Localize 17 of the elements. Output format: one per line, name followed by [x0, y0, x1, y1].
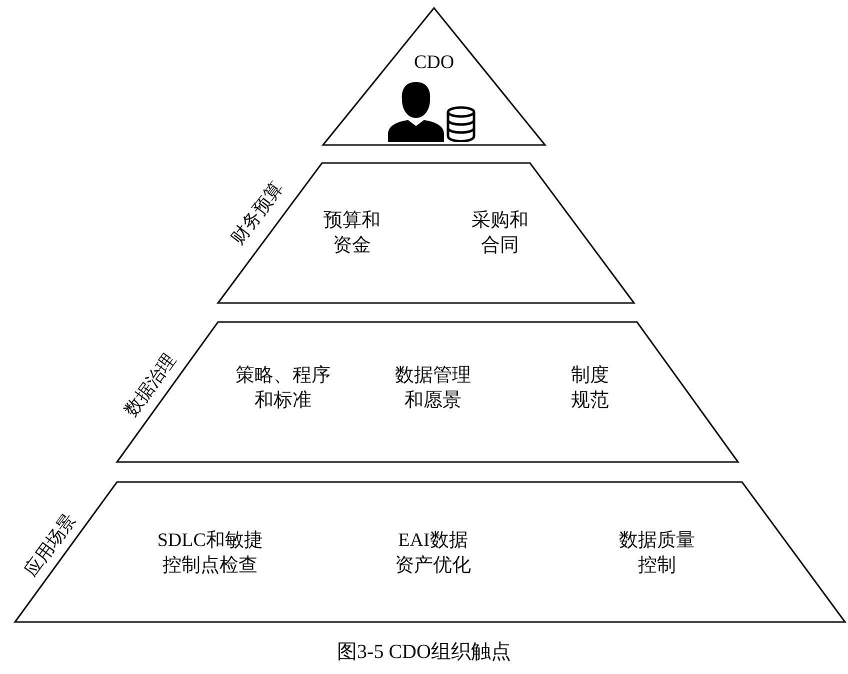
pyramid-tier	[116, 321, 739, 463]
pyramid-apex	[322, 7, 546, 146]
tier-heading: 财务预算	[226, 177, 288, 249]
item-text: 数据管理和愿景	[394, 364, 472, 413]
item-text: SDLC和敏捷控制点检查	[156, 529, 264, 578]
tier-heading: 数据治理	[120, 349, 180, 422]
item-text: 采购和合同	[470, 209, 530, 258]
item-text: 数据质量控制	[618, 529, 696, 578]
pyramid-tier	[14, 481, 846, 623]
caption: 图3-5 CDO组织触点	[336, 640, 512, 665]
item-text: 预算和资金	[322, 209, 382, 258]
role-label: CDO	[412, 51, 456, 75]
tier-heading: 应用场景	[20, 509, 80, 582]
pyramid-tier	[217, 162, 635, 304]
item-text: EAI数据资产优化	[394, 529, 472, 578]
item-text: 策略、程序和标准	[234, 364, 332, 413]
item-text: 制度规范	[570, 364, 610, 413]
